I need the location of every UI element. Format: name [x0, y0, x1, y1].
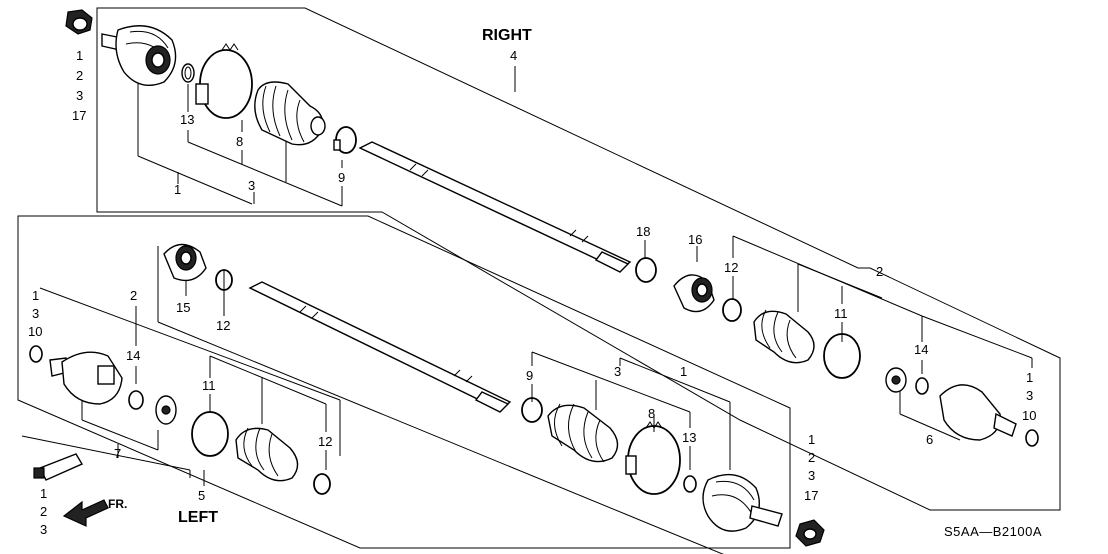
callout-grease-1: 1 [40, 486, 47, 501]
callout-grease-2: 2 [40, 504, 47, 519]
callout-left-11: 11 [202, 378, 216, 393]
callout-left-12-upper: 12 [216, 318, 230, 333]
callout-right-8: 8 [236, 134, 243, 149]
callout-left-5: 5 [198, 488, 205, 503]
callout-top-nut-2: 2 [76, 68, 83, 83]
left-inner-boot [235, 427, 299, 482]
callout-left-8: 8 [648, 406, 655, 421]
right-boot-band-small [333, 126, 357, 154]
callout-right-inner-1: 1 [1026, 370, 1033, 385]
callout-bottom-nut-3: 3 [808, 468, 815, 483]
right-assembly-outline [96, 7, 1061, 511]
right-spider [885, 367, 907, 393]
callout-left-15: 15 [176, 300, 190, 315]
right-inner-boot [753, 309, 815, 364]
callout-right-2: 2 [876, 264, 883, 279]
left-inner-band-11 [191, 411, 229, 457]
callout-left-14: 14 [126, 348, 140, 363]
callout-left-outer-3: 3 [32, 306, 39, 321]
right-inner-band-12 [722, 298, 742, 322]
front-marker: FR. [108, 497, 127, 511]
right-outer-boot [254, 81, 326, 146]
left-leader-lines [21, 246, 731, 554]
callout-left-13: 13 [682, 430, 696, 445]
right-spindle-nut [65, 9, 93, 35]
left-dynamic-damper-15 [163, 243, 207, 282]
callout-left-1: 1 [680, 364, 687, 379]
front-direction-arrow [62, 499, 109, 527]
right-inner-circlip [1025, 429, 1039, 447]
callout-left-7: 7 [114, 446, 121, 461]
header-left: LEFT [178, 509, 218, 526]
callout-right-12: 12 [724, 260, 738, 275]
left-outer-circlip-13 [683, 475, 697, 493]
callout-left-2: 2 [130, 288, 137, 303]
right-outer-circlip [181, 63, 195, 83]
callout-left-12-lower: 12 [318, 434, 332, 449]
left-outer-boot [547, 403, 619, 463]
callout-left-outer-1: 1 [32, 288, 39, 303]
right-dynamic-damper-16 [673, 274, 715, 313]
callout-right-18: 18 [636, 224, 650, 239]
callout-right-1: 1 [174, 182, 181, 197]
callout-right-14: 14 [914, 342, 928, 357]
grease-tube [33, 453, 84, 481]
callout-right-inner-10: 10 [1022, 408, 1036, 423]
callout-bottom-nut-1: 1 [808, 432, 815, 447]
callout-left-outer-10: 10 [28, 324, 42, 339]
callout-right-6: 6 [926, 432, 933, 447]
callout-top-nut-1: 1 [76, 48, 83, 63]
callout-grease-3: 3 [40, 522, 47, 537]
callout-top-nut-17: 17 [72, 108, 86, 123]
left-stop-ring-14 [128, 390, 144, 410]
callout-left-9: 9 [526, 368, 533, 383]
left-driveshaft [248, 281, 512, 413]
right-driveshaft [358, 141, 632, 273]
left-inboard-joint [49, 351, 123, 405]
left-assembly-outline [17, 215, 791, 549]
callout-right-9: 9 [338, 170, 345, 185]
right-outer-cv-joint [101, 25, 177, 86]
callout-bottom-nut-2: 2 [808, 450, 815, 465]
right-boot-band-large [195, 43, 253, 119]
right-stop-ring-14 [915, 377, 929, 395]
right-set-ring-18 [635, 257, 657, 283]
callout-left-3: 3 [614, 364, 621, 379]
right-inboard-joint [939, 384, 1017, 441]
callout-right-shaft-4: 4 [510, 48, 517, 63]
left-spider [155, 395, 177, 425]
left-spindle-nut [795, 519, 825, 547]
callout-right-11: 11 [834, 306, 848, 321]
header-right: RIGHT [482, 27, 532, 44]
left-boot-band-large [625, 421, 681, 495]
left-inner-band-12-upper [215, 269, 233, 291]
callout-top-nut-3: 3 [76, 88, 83, 103]
callout-right-inner-3: 3 [1026, 388, 1033, 403]
callout-right-3: 3 [248, 178, 255, 193]
right-leader-lines [137, 66, 1033, 441]
diagram-code: S5AA—B2100A [944, 524, 1042, 539]
callout-right-16: 16 [688, 232, 702, 247]
right-inner-band-11 [823, 333, 861, 379]
left-outer-cv-joint [702, 473, 783, 532]
callout-right-13: 13 [180, 112, 194, 127]
callout-bottom-nut-17: 17 [804, 488, 818, 503]
left-outer-circlip [29, 345, 43, 363]
left-boot-band-small [521, 397, 543, 423]
left-inner-band-12-lower [313, 473, 331, 495]
